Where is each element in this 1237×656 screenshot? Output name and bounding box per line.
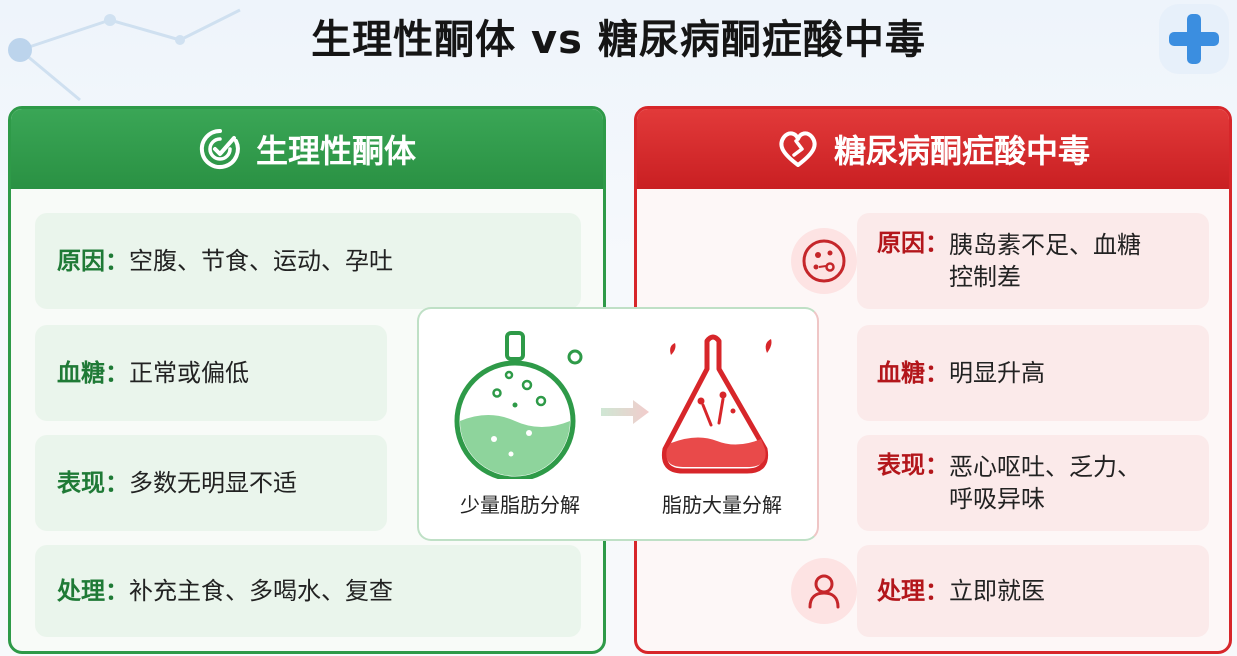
row-value: 明显升高 xyxy=(949,359,1045,387)
fat-breakdown-comparison: 少量脂肪分解 脂肪大量分解 xyxy=(417,307,819,541)
row-value: 多数无明显不适 xyxy=(129,469,297,497)
row-key: 原因： xyxy=(877,229,949,257)
arrow-right-icon xyxy=(601,400,649,424)
row-key: 处理： xyxy=(57,577,129,605)
row-value-line: 控制差 xyxy=(949,263,1021,291)
check-shield-icon xyxy=(199,128,240,169)
list-item: 处理： 立即就医 xyxy=(791,545,1209,637)
list-item: 表现： 恶心呕吐、乏力、 呼吸异味 xyxy=(857,435,1209,531)
person-icon xyxy=(791,558,857,624)
list-item: 血糖： 正常或偏低 xyxy=(35,325,387,421)
row-key: 原因： xyxy=(57,247,129,275)
red-flask-icon xyxy=(661,334,772,474)
panel-heading: 糖尿病酮症酸中毒 xyxy=(833,132,1090,170)
row-value: 胰岛素不足、血糖 控制差 xyxy=(949,229,1141,293)
list-item: 原因： 空腹、节食、运动、孕吐 xyxy=(35,213,581,309)
page-title: 生理性酮体 vs 糖尿病酮症酸中毒 xyxy=(311,17,926,63)
row-value: 空腹、节食、运动、孕吐 xyxy=(129,247,393,275)
left-flask-label: 少量脂肪分解 xyxy=(460,493,580,517)
panel-heading: 生理性酮体 xyxy=(255,132,416,170)
row-value: 补充主食、多喝水、复查 xyxy=(129,577,393,605)
cells-icon xyxy=(791,228,857,294)
heart-icon xyxy=(779,131,817,167)
list-item: 原因： 胰岛素不足、血糖 控制差 xyxy=(791,213,1209,309)
row-key: 血糖： xyxy=(57,359,129,387)
list-item: 处理： 补充主食、多喝水、复查 xyxy=(35,545,581,637)
row-value: 恶心呕吐、乏力、 呼吸异味 xyxy=(949,451,1141,515)
row-value: 正常或偏低 xyxy=(129,359,249,387)
row-key: 血糖： xyxy=(877,359,949,387)
medical-plus-icon xyxy=(1159,4,1229,74)
panel-header: 生理性酮体 xyxy=(11,109,603,189)
row-value-line: 胰岛素不足、血糖 xyxy=(949,231,1141,259)
row-key: 表现： xyxy=(877,451,949,479)
row-value-line: 呼吸异味 xyxy=(949,485,1045,513)
row-value: 立即就医 xyxy=(949,577,1045,605)
list-item: 表现： 多数无明显不适 xyxy=(35,435,387,531)
row-key: 处理： xyxy=(877,577,949,605)
green-flask-icon xyxy=(454,331,583,479)
row-key: 表现： xyxy=(57,469,129,497)
panel-header: 糖尿病酮症酸中毒 xyxy=(637,109,1229,189)
row-value-line: 恶心呕吐、乏力、 xyxy=(949,453,1141,481)
molecule-decoration xyxy=(8,8,241,102)
list-item: 血糖： 明显升高 xyxy=(857,325,1209,421)
right-flask-label: 脂肪大量分解 xyxy=(662,493,782,517)
